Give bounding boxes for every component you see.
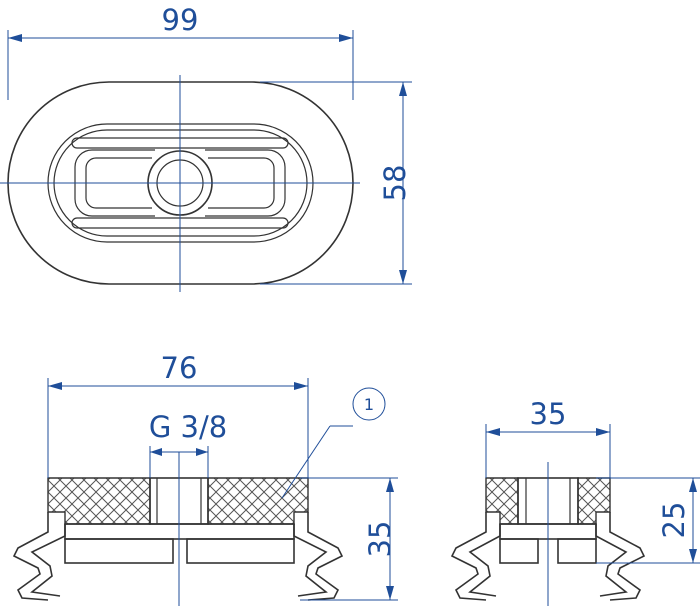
- callout-circle: [352, 387, 386, 421]
- end-view: 35 25: [450, 397, 700, 606]
- dim-58-arrow-bottom: [399, 270, 407, 284]
- side-view: 76 G 3/8 1 35: [12, 351, 398, 606]
- dim-35h-label: 35: [363, 521, 397, 558]
- dim-76-label: 76: [161, 351, 198, 385]
- dim-35w-arrow-left: [486, 428, 500, 436]
- dim-99-label: 99: [162, 3, 199, 37]
- dim-25-label: 25: [657, 502, 691, 539]
- dim-58-label: 58: [378, 165, 412, 202]
- dim-thread-label: G 3/8: [149, 410, 227, 444]
- dim-25-arrow-bottom: [689, 549, 697, 563]
- top-view-slot-left-inner: [85, 157, 152, 209]
- dim-35w-arrow-right: [596, 428, 610, 436]
- side-view-plate-left: [47, 477, 151, 525]
- dim-thread-arrow-right: [196, 448, 208, 456]
- dim-58-arrow-top: [399, 82, 407, 96]
- dim-76-arrow-right: [294, 382, 308, 390]
- side-view-foot-left: [64, 538, 174, 564]
- top-view: 99 58: [0, 3, 412, 292]
- side-view-foot-right: [186, 538, 295, 564]
- end-view-foot-left: [499, 538, 539, 564]
- end-view-foot-right: [557, 538, 597, 564]
- end-view-plate-left: [485, 477, 519, 525]
- dim-99-arrow-right: [339, 34, 353, 42]
- dim-99-arrow-left: [8, 34, 22, 42]
- dim-76-arrow-left: [48, 382, 62, 390]
- side-view-bellows-left: [12, 512, 66, 601]
- dim-35h-arrow-top: [386, 478, 394, 492]
- dim-25-arrow-top: [689, 478, 697, 492]
- callout-leader-diagonal: [281, 425, 331, 499]
- end-view-bellows-right: [595, 512, 646, 601]
- top-view-slot-left: [74, 149, 155, 217]
- end-view-bellows-left: [450, 512, 501, 601]
- dim-35h-arrow-bottom: [386, 586, 394, 600]
- end-view-plate-right: [577, 477, 611, 525]
- side-view-plate-right: [207, 477, 309, 525]
- side-view-bellows-right: [293, 512, 344, 601]
- callout-number: 1: [364, 395, 374, 414]
- dim-35w-label: 35: [530, 397, 567, 431]
- dim-thread-arrow-left: [150, 448, 162, 456]
